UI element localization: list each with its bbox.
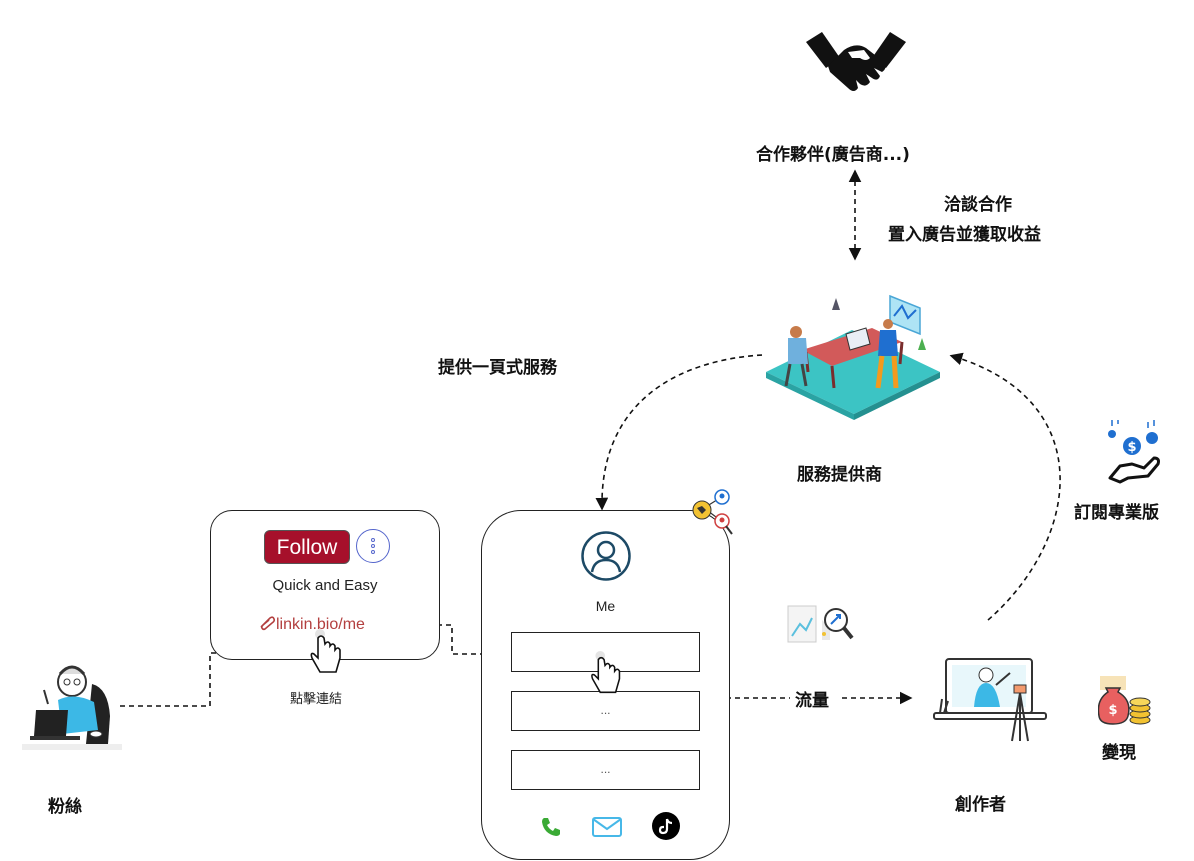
fan-to-card-arrow (120, 646, 305, 707)
provide-onepage-label: 提供一頁式服務 (438, 358, 557, 378)
money-bag-icon: $ (1098, 676, 1151, 725)
user-avatar-icon (581, 531, 631, 581)
svg-text:$: $ (1108, 703, 1117, 718)
phone-link-slot-3[interactable]: ... (511, 750, 700, 790)
pointer-hand-icon (591, 650, 621, 694)
creator-to-provider-arrow (949, 352, 1061, 621)
service-provider-label: 服務提供商 (797, 465, 882, 485)
provider-to-phone-arrow (595, 354, 763, 511)
handshake-icon (806, 32, 906, 91)
subscribe-pro-label: 訂閱專業版 (1074, 503, 1159, 523)
more-icon[interactable] (356, 529, 390, 563)
fans-label: 粉絲 (48, 797, 82, 817)
phone-icon[interactable] (540, 816, 562, 838)
profile-name: Me (595, 598, 616, 614)
tagline: Quick and Easy (272, 577, 378, 594)
creator-video-illustration (933, 658, 1047, 742)
click-link-label: 點擊連結 (290, 692, 343, 707)
negotiate-label-2: 置入廣告並獲取收益 (888, 225, 1041, 245)
monetize-label: 變現 (1102, 743, 1136, 763)
money-hand-icon: $ (1108, 420, 1160, 484)
mail-icon[interactable] (592, 817, 622, 837)
bio-link[interactable]: linkin.bio/me (258, 615, 365, 634)
pointer-hand-icon (310, 629, 341, 673)
analytics-icon (787, 605, 854, 643)
ads-network-icon (692, 489, 733, 535)
traffic-label: 流量 (793, 686, 831, 711)
link-icon (260, 616, 276, 631)
tiktok-icon[interactable] (652, 812, 680, 840)
bio-link-text: linkin.bio/me (276, 616, 365, 633)
follow-button[interactable]: Follow (264, 530, 350, 564)
negotiate-label-1: 洽談合作 (944, 195, 1012, 215)
fan-laptop-illustration (22, 665, 122, 750)
svg-text:$: $ (1127, 440, 1136, 455)
creator-label: 創作者 (955, 795, 1006, 815)
teamwork-illustration (766, 294, 940, 420)
partner-label: 合作夥伴(廣告商...) (756, 145, 910, 165)
